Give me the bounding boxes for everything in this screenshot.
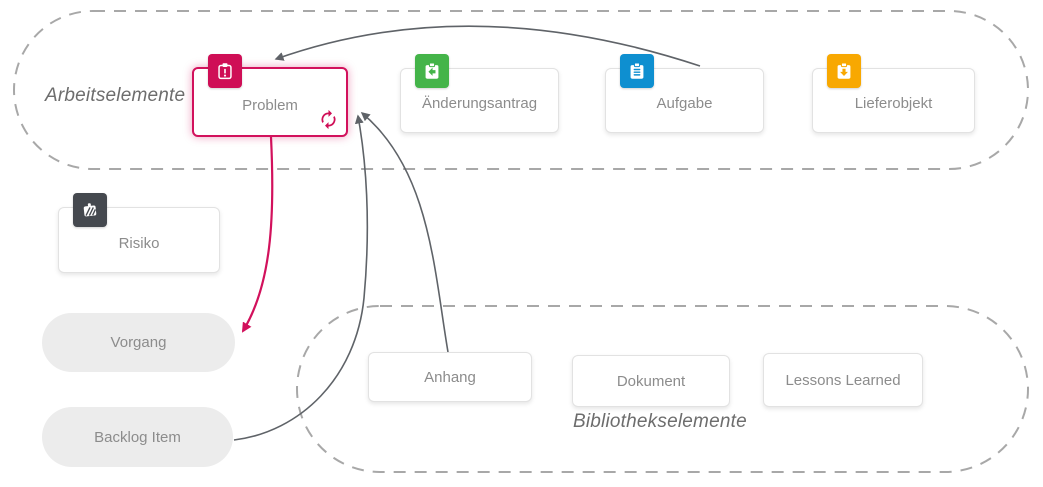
- node-backlog-item[interactable]: Backlog Item: [42, 407, 233, 467]
- node-label: Dokument: [616, 372, 686, 390]
- node-label: Backlog Item: [94, 428, 181, 446]
- sync-icon: [318, 109, 339, 130]
- node-problem[interactable]: Problem: [192, 54, 348, 137]
- node-label: Problem: [242, 96, 298, 114]
- node-aufgabe[interactable]: Aufgabe: [605, 54, 764, 133]
- edge-backlog-item-to-problem: [233, 114, 369, 441]
- group-label-arbeitselemente: Arbeitselemente: [45, 85, 186, 106]
- edge-anhang-to-problem: [360, 112, 449, 353]
- node-label: Lieferobjekt: [854, 95, 933, 112]
- node-vorgang[interactable]: Vorgang: [42, 313, 235, 372]
- edge-problem-to-vorgang: [241, 136, 274, 333]
- risk-icon: [73, 193, 107, 227]
- clipboard-arrow-left-icon: [415, 54, 449, 88]
- node-label: Aufgabe: [656, 95, 713, 112]
- node-label: Anhang: [424, 368, 476, 386]
- node-label: Änderungsantrag: [421, 95, 538, 112]
- node-risiko[interactable]: Risiko: [58, 193, 220, 273]
- node-label: Vorgang: [110, 334, 167, 351]
- node-label: Risiko: [118, 234, 160, 252]
- group-box-arbeitselemente: [13, 10, 1029, 170]
- clipboard-exclamation-icon: [208, 54, 242, 88]
- group-box-bibliothekselemente: [296, 305, 1029, 473]
- node-aenderungsantrag[interactable]: Änderungsantrag: [400, 54, 559, 133]
- clipboard-checklist-icon: [620, 54, 654, 88]
- node-lieferobjekt[interactable]: Lieferobjekt: [812, 54, 975, 133]
- node-dokument[interactable]: Dokument: [572, 355, 730, 407]
- clipboard-arrow-down-icon: [827, 54, 861, 88]
- node-anhang[interactable]: Anhang: [368, 352, 532, 402]
- node-label: Lessons Learned: [785, 371, 901, 389]
- group-label-bibliothekselemente: Bibliothekselemente: [573, 411, 747, 432]
- node-lessons-learned[interactable]: Lessons Learned: [763, 353, 923, 407]
- edge-aufgabe-to-problem: [274, 25, 701, 67]
